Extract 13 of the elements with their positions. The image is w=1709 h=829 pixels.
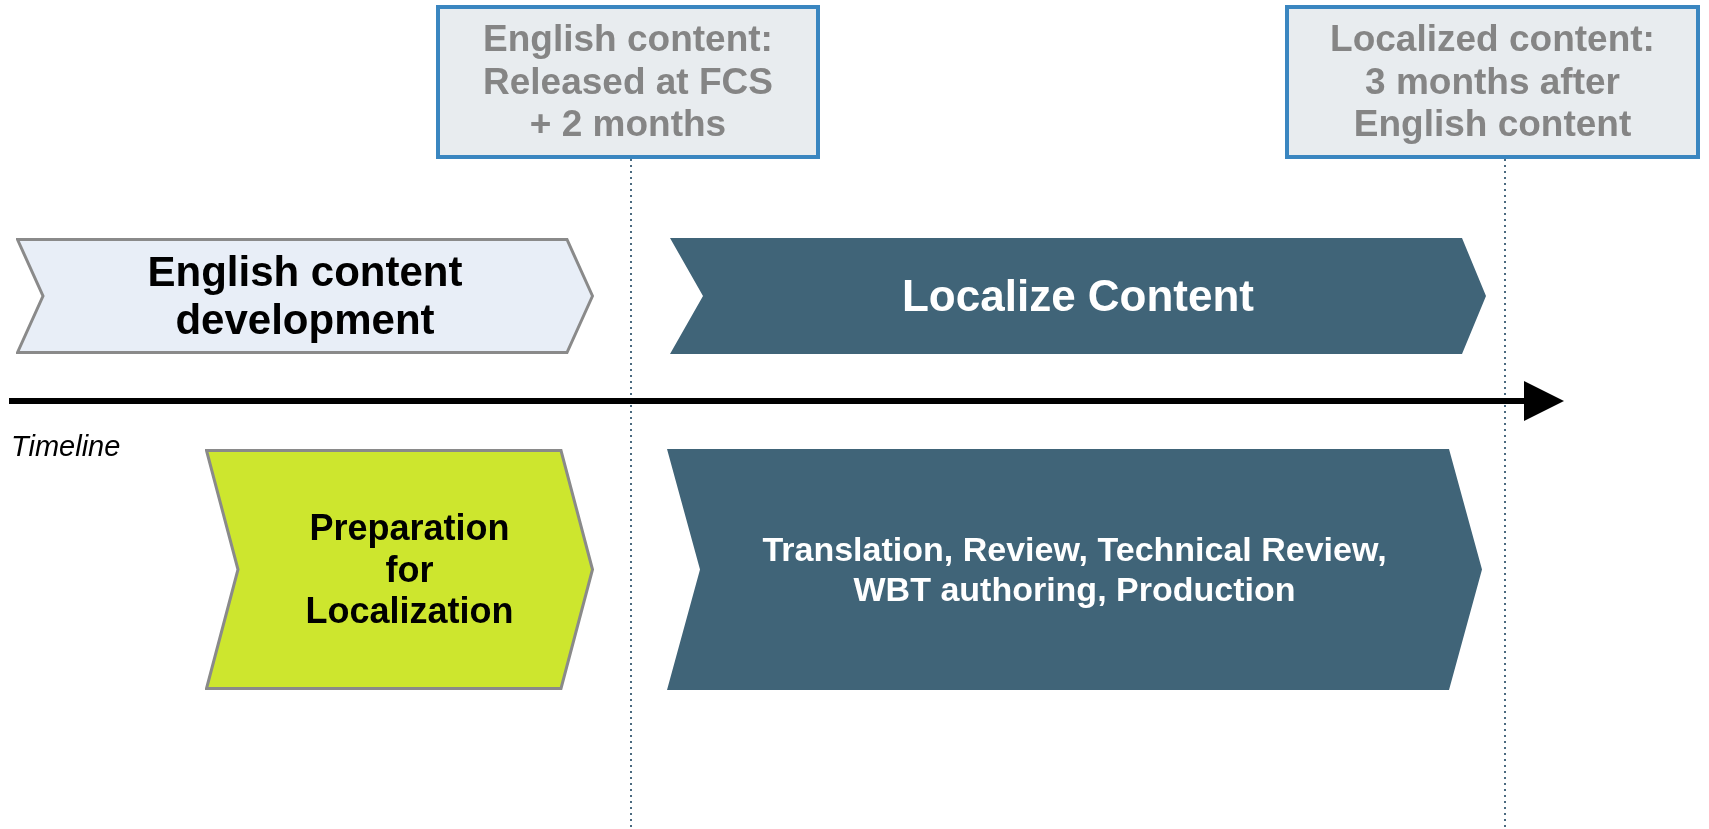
phase-chevron bbox=[670, 238, 1486, 354]
phase-chevron bbox=[16, 238, 594, 354]
milestone-text: Localized content: 3 months after English content bbox=[1329, 18, 1656, 146]
phase-label: English content development bbox=[146, 247, 464, 345]
milestone-box bbox=[436, 5, 820, 159]
phase-label: Preparation for Localization bbox=[304, 507, 515, 632]
milestone-box bbox=[1285, 5, 1700, 159]
phase-chevron bbox=[667, 449, 1482, 690]
phase-chevron bbox=[205, 449, 594, 690]
phase-label: Localize Content bbox=[901, 270, 1255, 322]
phase-label: Translation, Review, Technical Review, WBT authoring, Production bbox=[761, 530, 1388, 609]
axis-label: Timeline bbox=[11, 430, 121, 463]
milestone-text: English content: Released at FCS + 2 months bbox=[482, 18, 774, 146]
